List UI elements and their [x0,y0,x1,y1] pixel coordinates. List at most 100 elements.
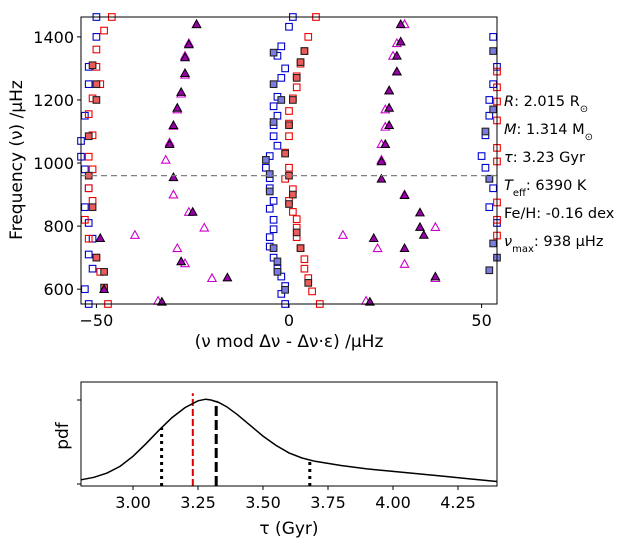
echelle-x-ticks: −50 0 50 [80,304,492,330]
echelle-point-s5-p9 [187,206,198,216]
echelle-point-s0-p27 [273,141,282,150]
echelle-point-s0-p23 [269,102,278,111]
echelle-point-s2-p28 [285,163,293,172]
param-mass: M: 1.314 M⊙ [504,122,593,143]
echelle-point-s2-p10 [84,184,93,193]
echelle-x-tick-label-2: 50 [471,311,491,330]
echelle-y-tick-label-3: 1200 [33,91,74,110]
echelle-point-s3-p18 [292,228,301,237]
echelle-point-s0-p20 [281,64,289,73]
echelle-point-s5-p12 [222,272,233,282]
echelle-point-s2-p1 [100,26,108,35]
echelle-point-s0-p44 [489,33,497,41]
echelle-point-s0-p26 [269,132,278,141]
echelle-point-s3-p11 [292,74,301,82]
age-x-tick-label-2: 3.50 [245,493,281,512]
echelle-point-s0-p48 [485,111,494,120]
echelle-point-s1-p0 [269,48,278,57]
echelle-point-s5-p15 [395,19,406,29]
age-pdf-markers [160,393,312,486]
echelle-point-s0-p51 [481,163,490,172]
echelle-point-s3-p2 [92,96,101,104]
echelle-point-s1-p5 [265,170,274,178]
echelle-point-s5-p5 [172,102,183,112]
age-x-tick-label-0: 3.00 [115,493,151,512]
echelle-x-tick-label-0: −50 [80,311,114,330]
echelle-point-s3-p19 [296,244,305,253]
echelle-point-s4-p15 [206,272,218,283]
echelle-point-s4-p29 [372,242,383,253]
echelle-point-s0-p17 [285,22,293,31]
echelle-point-s0-p40 [277,272,286,281]
age-pdf-frame [80,381,498,487]
echelle-point-s0-p7 [81,165,89,174]
echelle-point-s5-p24 [376,173,387,183]
echelle-point-s0-p53 [489,184,497,193]
param-numax: νmax: 938 μHz [504,234,603,255]
echelle-x-tick-label-1: 0 [284,311,294,330]
echelle-point-s5-p20 [384,102,395,112]
echelle-point-s0-p9 [81,203,89,212]
echelle-point-s1-p6 [265,187,274,196]
echelle-point-s3-p0 [88,61,97,70]
echelle-point-s4-p11 [199,222,210,232]
echelle-point-s5-p10 [95,232,106,242]
echelle-point-s1-p10 [281,285,289,294]
echelle-point-s3-p5 [88,203,97,212]
echelle-point-s0-p14 [81,285,89,294]
echelle-point-s5-p30 [399,242,410,253]
echelle-point-s5-p17 [391,50,402,60]
echelle-point-s1-p7 [269,244,278,253]
echelle-point-s4-p12 [129,229,141,239]
echelle-point-s0-p18 [277,42,286,51]
echelle-point-s5-p23 [376,156,387,166]
echelle-point-s5-p14 [156,296,167,306]
echelle-point-s3-p7 [100,267,108,276]
echelle-point-s3-p6 [92,253,101,262]
echelle-point-s0-p21 [277,74,286,82]
echelle-point-s4-p28 [337,229,349,239]
echelle-point-s1-p4 [262,156,270,164]
echelle-point-s5-p8 [168,171,179,182]
echelle-point-s2-p9 [88,165,97,174]
echelle-point-s2-p32 [289,208,297,216]
echelle-point-s5-p27 [414,221,426,231]
echelle-point-s0-p32 [269,197,278,205]
echelle-point-s3-p17 [285,200,293,208]
echelle-points [77,13,501,308]
echelle-point-s5-p3 [179,67,191,77]
echelle-point-s2-p38 [300,264,309,273]
echelle-point-s2-p40 [308,287,316,296]
echelle-point-s0-p29 [262,163,270,172]
echelle-point-s3-p9 [300,47,309,55]
echelle-y-tick-label-4: 1400 [33,28,74,47]
echelle-point-s5-p21 [384,119,395,130]
echelle-frame [80,16,498,305]
echelle-point-s2-p11 [88,197,97,205]
echelle-point-s0-p36 [265,233,274,241]
echelle-point-s0-p50 [477,152,486,160]
age-pdf-y-label: pdf [53,421,73,450]
echelle-point-s0-p13 [88,264,97,273]
echelle-point-s0-p54 [485,203,494,212]
echelle-point-s4-p9 [168,189,179,199]
echelle-point-s0-p3 [84,80,93,89]
echelle-x-label: (ν mod Δν - Δν·ε) /μHz [195,332,384,352]
age-x-tick-label-4: 4.00 [375,493,411,512]
echelle-point-s0-p24 [273,111,282,120]
echelle-point-s5-p2 [179,52,191,62]
echelle-point-s1-p14 [485,174,494,183]
echelle-point-s1-p11 [489,47,497,55]
echelle-point-s0-p1 [92,33,101,41]
echelle-point-s5-p6 [168,119,179,130]
echelle-y-tick-label-2: 1000 [33,154,74,173]
param-age: τ: 3.23 Gyr [504,150,585,166]
echelle-point-s5-p32 [364,296,375,306]
echelle-point-s3-p3 [84,132,93,141]
echelle-point-s0-p8 [84,184,93,193]
echelle-point-s4-p8 [160,154,171,164]
echelle-point-s5-p4 [176,86,187,96]
